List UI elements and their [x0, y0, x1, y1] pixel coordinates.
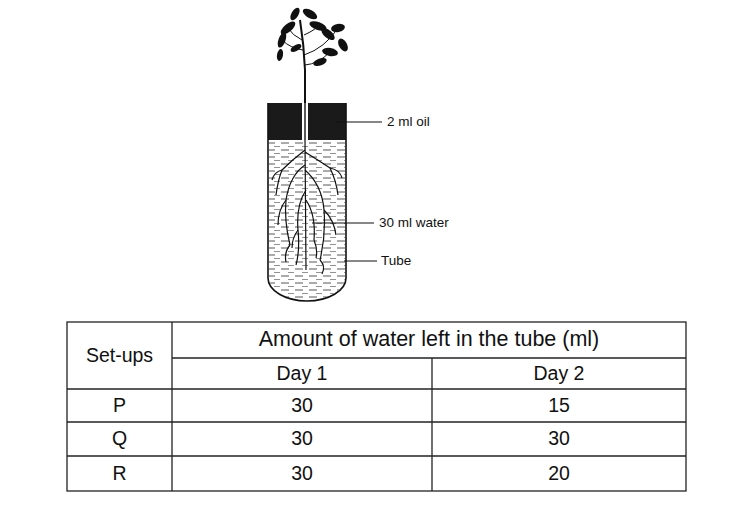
- roots: [272, 140, 342, 274]
- table-header: Day 2: [432, 358, 686, 389]
- table-grid: [67, 322, 686, 491]
- tube-outline: [268, 103, 346, 301]
- table-header: Day 1: [172, 358, 432, 389]
- table-cell: R: [67, 456, 172, 491]
- leaves: [276, 6, 350, 67]
- table-cell: P: [67, 389, 172, 422]
- leader-lines: [312, 122, 382, 261]
- table-cell: 15: [432, 389, 686, 422]
- table-cell: Q: [67, 422, 172, 456]
- stem: [300, 20, 305, 103]
- table-cell: 20: [432, 456, 686, 491]
- table-cell: 30: [172, 456, 432, 491]
- oil-layer: [268, 103, 346, 140]
- callout-label: Tube: [381, 251, 481, 271]
- table-header: Set-ups: [67, 322, 172, 389]
- table-cell: 30: [432, 422, 686, 456]
- table-cell: 30: [172, 422, 432, 456]
- callout-label: 30 ml water: [379, 213, 519, 233]
- table-header: Amount of water left in the tube (ml): [172, 322, 686, 358]
- table-cell: 30: [172, 389, 432, 422]
- stem-slit: [302, 103, 308, 140]
- callout-label: 2 ml oil: [387, 112, 507, 132]
